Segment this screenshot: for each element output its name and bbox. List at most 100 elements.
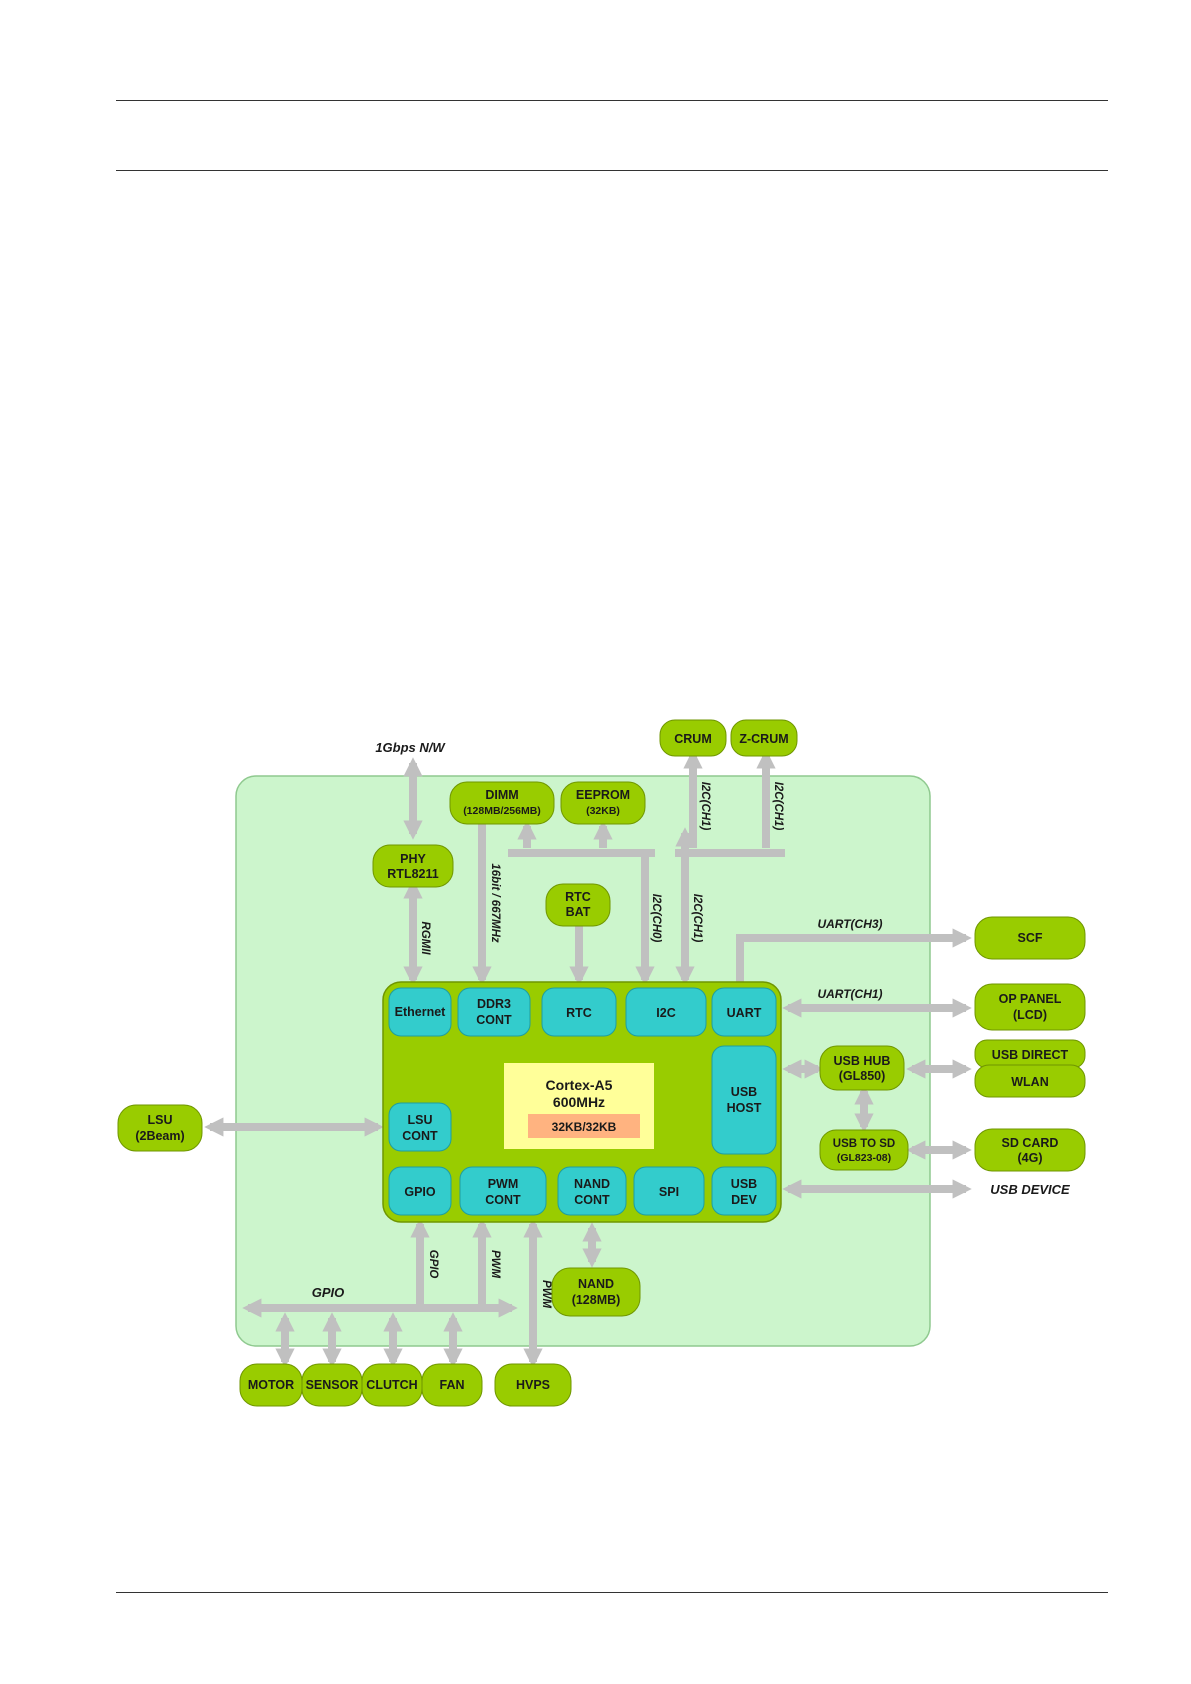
cpu-name: Cortex-A5 — [546, 1077, 613, 1093]
label-scf: SCF — [1018, 931, 1043, 945]
label-nand-cont-2: CONT — [574, 1193, 610, 1207]
block-crum — [659, 719, 727, 757]
block-scf — [974, 916, 1086, 960]
label-op-panel-2: (LCD) — [1013, 1008, 1047, 1022]
bus-labels: 1Gbps N/W RGMII 16bit / 667MHz I2C(CH0) … — [312, 740, 1070, 1308]
soc-module-labels: Ethernet DDR3 CONT RTC I2C UART USB HOST… — [395, 997, 762, 1207]
label-motor: MOTOR — [248, 1378, 294, 1392]
label-usb-hub-1: USB HUB — [834, 1054, 891, 1068]
module-rtc — [541, 987, 617, 1037]
block-zcrum — [730, 719, 798, 757]
label-nand-2: (128MB) — [572, 1293, 621, 1307]
soc-modules — [388, 987, 777, 1216]
label-pwm-2: CONT — [485, 1193, 521, 1207]
block-usb-to-sd — [819, 1129, 909, 1171]
block-fan — [421, 1363, 483, 1407]
label-rtc: RTC — [566, 1006, 592, 1020]
label-uart-ch1: UART(CH1) — [817, 987, 882, 1001]
label-ddr3-2: CONT — [476, 1013, 512, 1027]
label-usb-to-sd-1: USB TO SD — [833, 1138, 895, 1150]
label-gpio-bus: GPIO — [312, 1285, 345, 1300]
module-usb-host — [711, 1045, 777, 1155]
label-sd-card-2: (4G) — [1018, 1151, 1043, 1165]
module-usb-dev — [711, 1166, 777, 1216]
label-i2c-ch1-a: I2C(CH1) — [691, 894, 703, 943]
label-clutch: CLUTCH — [366, 1378, 417, 1392]
external-blocks — [117, 719, 1086, 1407]
module-uart — [711, 987, 777, 1037]
block-op-panel — [974, 983, 1086, 1031]
block-phy — [372, 844, 454, 888]
label-usb-dev-2: DEV — [731, 1193, 757, 1207]
label-ddr-bus: 16bit / 667MHz — [489, 863, 501, 942]
label-sd-card-1: SD CARD — [1002, 1136, 1059, 1150]
label-uart: UART — [727, 1006, 762, 1020]
module-lsu-cont — [388, 1102, 452, 1152]
arrow-uart-scf — [736, 928, 972, 988]
block-hvps — [494, 1363, 572, 1407]
label-i2c: I2C — [656, 1006, 675, 1020]
module-pwm — [459, 1166, 547, 1216]
label-spi: SPI — [659, 1185, 679, 1199]
label-usb-to-sd-2: (GL823-08) — [837, 1152, 891, 1164]
block-sd-card — [974, 1128, 1086, 1172]
label-usb-device: USB DEVICE — [990, 1182, 1070, 1197]
label-fan: FAN — [440, 1378, 465, 1392]
label-phy-2: RTL8211 — [387, 867, 438, 881]
label-hvps: HVPS — [516, 1378, 550, 1392]
label-phy-1: PHY — [400, 852, 426, 866]
header-rule-top — [116, 100, 1108, 101]
block-lsu — [117, 1104, 203, 1152]
label-usb-direct: USB DIRECT — [992, 1048, 1069, 1062]
label-sensor: SENSOR — [306, 1378, 359, 1392]
block-eeprom — [560, 781, 646, 825]
label-eeprom-2: (32KB) — [586, 805, 620, 817]
label-op-panel-1: OP PANEL — [999, 992, 1062, 1006]
label-i2c-ch1-b: I2C(CH1) — [699, 782, 711, 831]
label-usb-host-2: HOST — [727, 1101, 762, 1115]
label-usb-dev-1: USB — [731, 1177, 757, 1191]
label-lsu-1: LSU — [148, 1113, 173, 1127]
label-gpio-vertical: GPIO — [427, 1250, 439, 1279]
connectors — [204, 749, 972, 1368]
label-eeprom-1: EEPROM — [576, 788, 630, 802]
label-lsu-cont-2: CONT — [402, 1129, 438, 1143]
block-usb-hub — [819, 1045, 905, 1091]
label-rgmii: RGMII — [419, 921, 431, 955]
header-rule-bottom — [116, 170, 1108, 171]
label-dimm-1: DIMM — [485, 788, 518, 802]
label-lsu-cont-1: LSU — [408, 1113, 433, 1127]
label-rtc-bat-1: RTC — [565, 890, 591, 904]
block-nand — [551, 1267, 641, 1317]
label-pwm-vertical-1: PWM — [489, 1250, 501, 1279]
label-pwm-vertical-2: PWM — [540, 1280, 552, 1309]
module-ddr3 — [457, 987, 531, 1037]
block-rtc-bat — [545, 883, 611, 927]
label-i2c-ch0: I2C(CH0) — [650, 894, 662, 943]
label-ddr3-1: DDR3 — [477, 997, 511, 1011]
label-lsu-2: (2Beam) — [135, 1129, 184, 1143]
module-spi — [633, 1166, 705, 1216]
module-gpio — [388, 1166, 452, 1216]
label-usb-hub-2: (GL850) — [839, 1069, 886, 1083]
footer-rule — [116, 1592, 1108, 1593]
label-nand-cont-1: NAND — [574, 1177, 610, 1191]
module-nand-cont — [557, 1166, 627, 1216]
label-nand-1: NAND — [578, 1277, 614, 1291]
label-usb-host-1: USB — [731, 1085, 757, 1099]
block-dimm — [449, 781, 555, 825]
external-labels: CRUM Z-CRUM DIMM (128MB/256MB) EEPROM (3… — [135, 732, 1068, 1392]
block-wlan — [974, 1064, 1086, 1098]
module-i2c — [625, 987, 707, 1037]
label-i2c-ch1-c: I2C(CH1) — [772, 782, 784, 831]
label-dimm-2: (128MB/256MB) — [463, 805, 541, 817]
label-zcrum: Z-CRUM — [739, 732, 788, 746]
label-rtc-bat-2: BAT — [566, 905, 591, 919]
label-uart-ch3: UART(CH3) — [817, 917, 882, 931]
label-pwm-1: PWM — [488, 1177, 519, 1191]
cpu-speed: 600MHz — [553, 1094, 605, 1110]
label-gpio: GPIO — [404, 1185, 436, 1199]
cache-label: 32KB/32KB — [552, 1120, 617, 1134]
label-crum: CRUM — [674, 732, 712, 746]
